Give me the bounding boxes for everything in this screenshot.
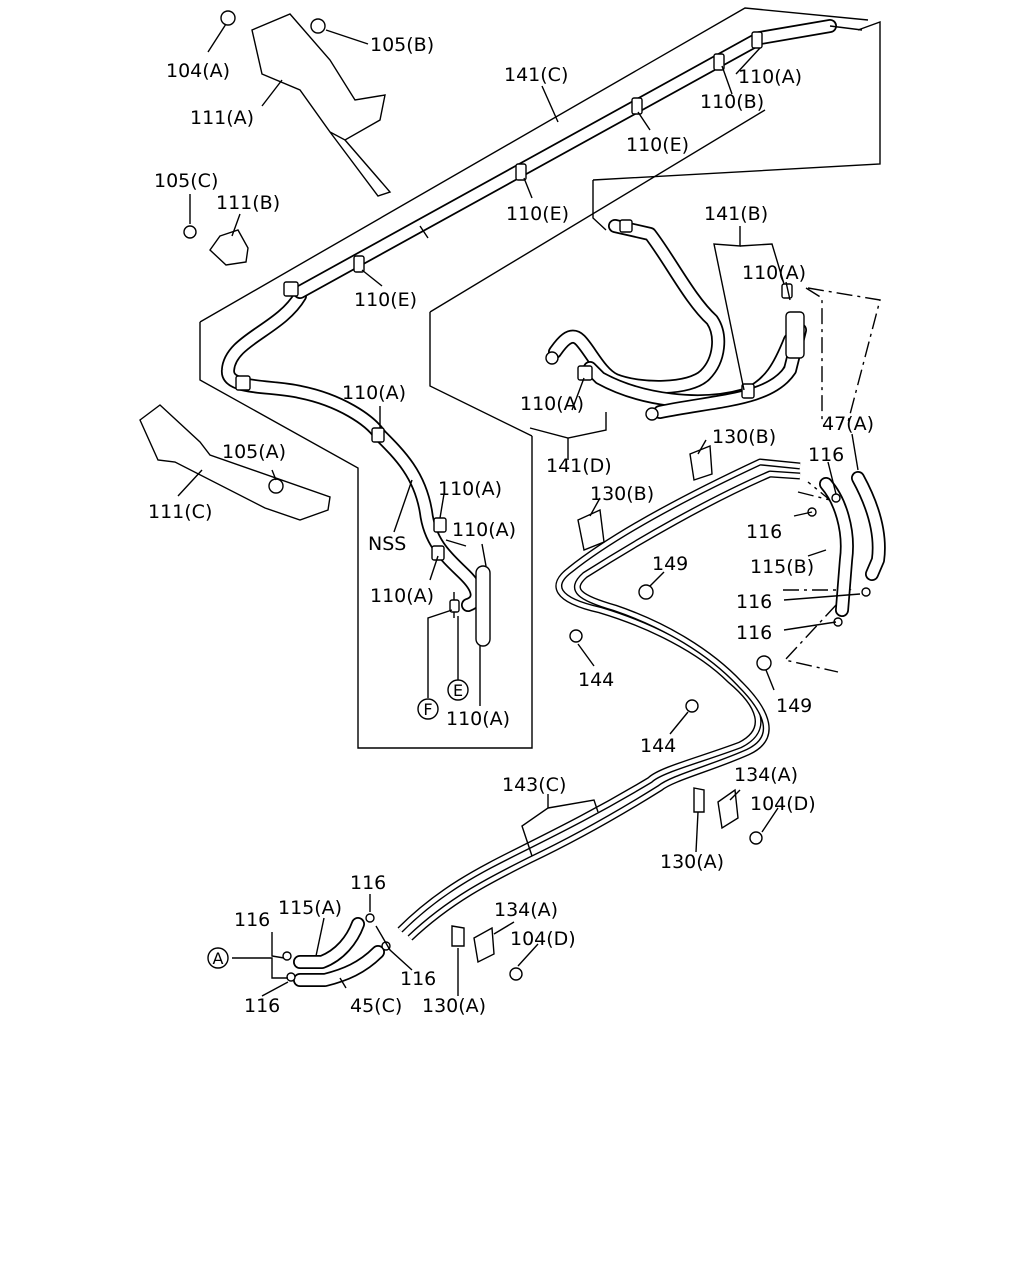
ref-circle-f [417,698,439,720]
bracket-111c [139,404,331,521]
clip-134a-1 [717,788,739,830]
bracket-111b [209,229,249,266]
clip-130b-2 [577,508,605,551]
label-144-2: 144 [640,735,676,757]
outline-frames [199,7,881,749]
leader-lines [177,23,861,997]
label-134a-1: 134(A) [734,764,798,786]
bolt-104d-2 [509,967,523,981]
label-141c: 141(C) [504,64,568,86]
bolt-104d-1 [749,831,763,845]
label-116-1: 116 [808,444,844,466]
clip-134a-2 [473,926,495,964]
ref-e-text: E [453,681,463,700]
ref-circle-a [207,947,229,969]
label-110a-141d: 110(A) [520,393,584,415]
label-110b: 110(B) [700,91,764,113]
bracket-111a [251,13,386,141]
label-143c: 143(C) [502,774,566,796]
label-130b-1: 130(B) [712,426,776,448]
label-134a-2: 134(A) [494,899,558,921]
label-45c: 45(C) [350,995,402,1017]
pipe-joint-141b [785,311,805,359]
ref-f-text: F [423,700,432,719]
label-115b: 115(B) [750,556,814,578]
label-116-3: 116 [736,591,772,613]
bolt-144-2 [685,699,699,713]
ref-a-text: A [213,949,224,968]
label-47a: 47(A) [822,413,874,435]
label-111a: 111(A) [190,107,254,129]
label-116-7: 116 [400,968,436,990]
label-110a-n2: 110(A) [452,519,516,541]
bolt-144-1 [569,629,583,643]
filter-canister [475,565,491,647]
label-149-1: 149 [652,553,688,575]
clip-130b-1 [689,444,713,481]
pipe-143c [397,458,801,941]
label-104d-2: 104(D) [510,928,576,950]
label-110a-n4: 110(A) [446,708,510,730]
nut-149-2 [756,655,772,671]
label-111c: 111(C) [148,501,212,523]
label-110e-2: 110(E) [506,203,569,225]
label-nss: NSS [368,533,406,555]
nut-149-1 [638,584,654,600]
label-116-4: 116 [736,622,772,644]
label-130b-2: 130(B) [590,483,654,505]
label-149-2: 149 [776,695,812,717]
label-104a: 104(A) [166,60,230,82]
nut-105b [310,18,326,34]
pipe-clamps [235,31,793,561]
label-110a-mid: 110(A) [342,382,406,404]
label-116-2: 116 [746,521,782,543]
pipe-nss-branch [373,428,491,647]
label-105b: 105(B) [370,34,434,56]
hoses [293,471,886,987]
label-110e-1: 110(E) [626,134,689,156]
label-116-6: 116 [234,909,270,931]
label-110e-3: 110(E) [354,289,417,311]
reference-markers: A E F [207,679,469,969]
clip-130a-2 [451,925,465,947]
label-105a: 105(A) [222,441,286,463]
label-111b: 111(B) [216,192,280,214]
label-115a: 115(A) [278,897,342,919]
label-104d-1: 104(D) [750,793,816,815]
brackets [139,13,392,521]
label-144-1: 144 [578,669,614,691]
label-110a-top: 110(A) [738,66,802,88]
label-141d: 141(D) [546,455,612,477]
bolt-104a [220,10,236,26]
label-141b: 141(B) [704,203,768,225]
label-110a-n3: 110(A) [370,585,434,607]
part-labels: 104(A) 105(B) 111(A) 141(C) 110(A) 110(B… [148,34,874,1017]
nut-105a [268,478,284,494]
label-110a-right: 110(A) [742,262,806,284]
label-110a-n1: 110(A) [438,478,502,500]
clip-130a-1 [693,787,705,813]
label-105c: 105(C) [154,170,218,192]
nut-105c [183,225,197,239]
ref-circle-e [447,679,469,701]
fasteners [183,10,871,982]
label-130a-1: 130(A) [660,851,724,873]
pipe-141b [545,219,807,421]
label-116-5: 116 [350,872,386,894]
label-130a-2: 130(A) [422,995,486,1017]
label-116-8: 116 [244,995,280,1017]
